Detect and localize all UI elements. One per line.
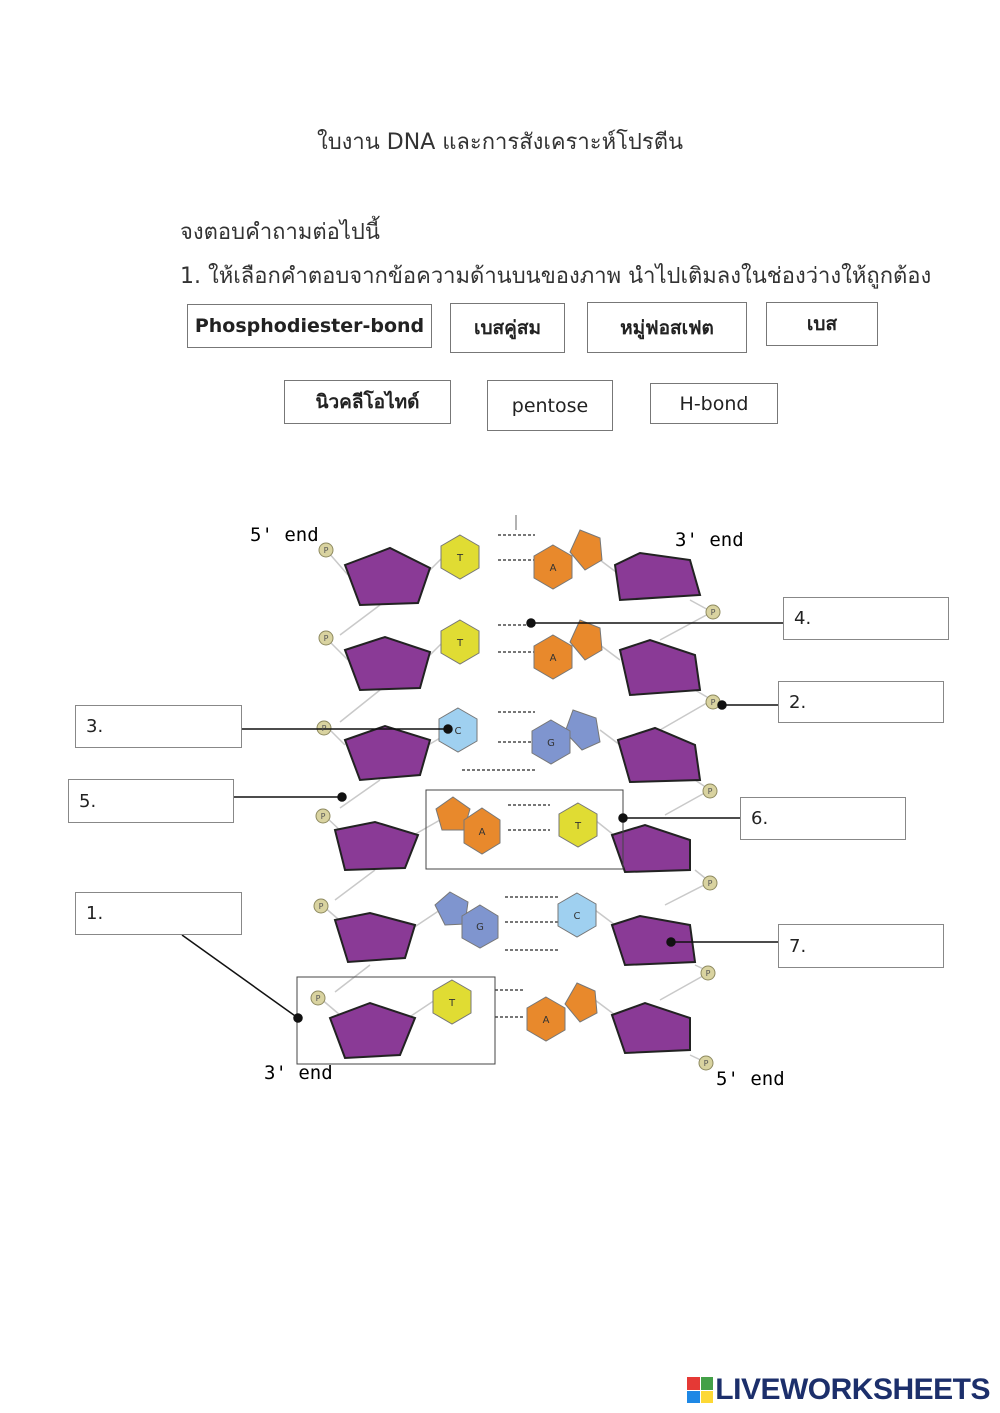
phosphate-label: P	[321, 812, 326, 821]
word-nucleotide[interactable]: นิวคลีโอไทด์	[284, 380, 451, 424]
answer-box-2[interactable]: 2.	[778, 681, 944, 723]
base-letter: C	[455, 726, 462, 737]
phosphate-label: P	[708, 879, 713, 888]
phosphate-label: P	[324, 546, 329, 555]
right-backbone	[594, 559, 713, 1063]
word-complementary-base[interactable]: เบสคู่สม	[450, 303, 565, 353]
liveworksheets-logo: LIVEWORKSHEETS	[687, 1373, 990, 1407]
phosphate-label: P	[322, 724, 327, 733]
answer-box-1[interactable]: 1.	[75, 892, 242, 935]
word-phosphate-group[interactable]: หมู่ฟอสเฟต	[587, 302, 747, 353]
base-letter: T	[574, 821, 582, 832]
base-letter: C	[574, 911, 581, 922]
liveworksheets-brand-text: LIVEWORKSHEETS	[715, 1373, 990, 1406]
base-letter: T	[456, 553, 464, 564]
answer-box-6[interactable]: 6.	[740, 797, 906, 840]
left-sugars	[328, 546, 432, 1060]
word-phosphodiester-bond[interactable]: Phosphodiester-bond	[187, 304, 432, 348]
phosphate-label: P	[711, 608, 716, 617]
base-pair-box	[425, 789, 624, 870]
base-letter: T	[456, 638, 464, 649]
answer-box-7[interactable]: 7.	[778, 924, 944, 968]
base-letter: G	[547, 738, 555, 749]
instruction-heading: จงตอบคำถามต่อไปนี้	[180, 220, 380, 245]
answer-box-5[interactable]: 5.	[68, 779, 234, 823]
phosphate-label: P	[704, 1059, 709, 1068]
phosphate-label: P	[319, 902, 324, 911]
base-letter: A	[550, 653, 557, 664]
base-letter: T	[448, 998, 456, 1009]
base-letter: A	[550, 563, 557, 574]
phosphate-label: P	[316, 994, 321, 1003]
word-h-bond[interactable]: H-bond	[650, 383, 778, 424]
base-letter: A	[479, 827, 486, 838]
right-sugars	[610, 551, 702, 1055]
label-3-end-top: 3' end	[675, 529, 744, 551]
label-5-end-bottom: 5' end	[716, 1068, 785, 1090]
word-base[interactable]: เบส	[766, 302, 878, 346]
base-letter: G	[476, 922, 484, 933]
instruction-line: 1. ให้เลือกคำตอบจากข้อความด้านบนของภาพ น…	[180, 264, 932, 289]
liveworksheets-logo-icon	[687, 1377, 714, 1403]
label-5-end-top: 5' end	[250, 524, 319, 546]
worksheet-title: ใบงาน DNA และการสังเคราะห์โปรตีน	[316, 130, 684, 155]
right-bases	[526, 529, 603, 1042]
phosphate-label: P	[324, 634, 329, 643]
phosphate-label: P	[706, 969, 711, 978]
leader-lines	[181, 618, 785, 1023]
left-backbone	[319, 551, 446, 1021]
answer-box-3[interactable]: 3.	[75, 705, 242, 748]
left-bases	[432, 534, 501, 1025]
label-3-end-bottom: 3' end	[264, 1062, 333, 1084]
phosphate-label: P	[711, 698, 716, 707]
word-pentose[interactable]: pentose	[487, 380, 613, 431]
answer-box-4[interactable]: 4.	[783, 597, 949, 640]
phosphate-label: P	[708, 787, 713, 796]
base-letter: A	[543, 1015, 550, 1026]
